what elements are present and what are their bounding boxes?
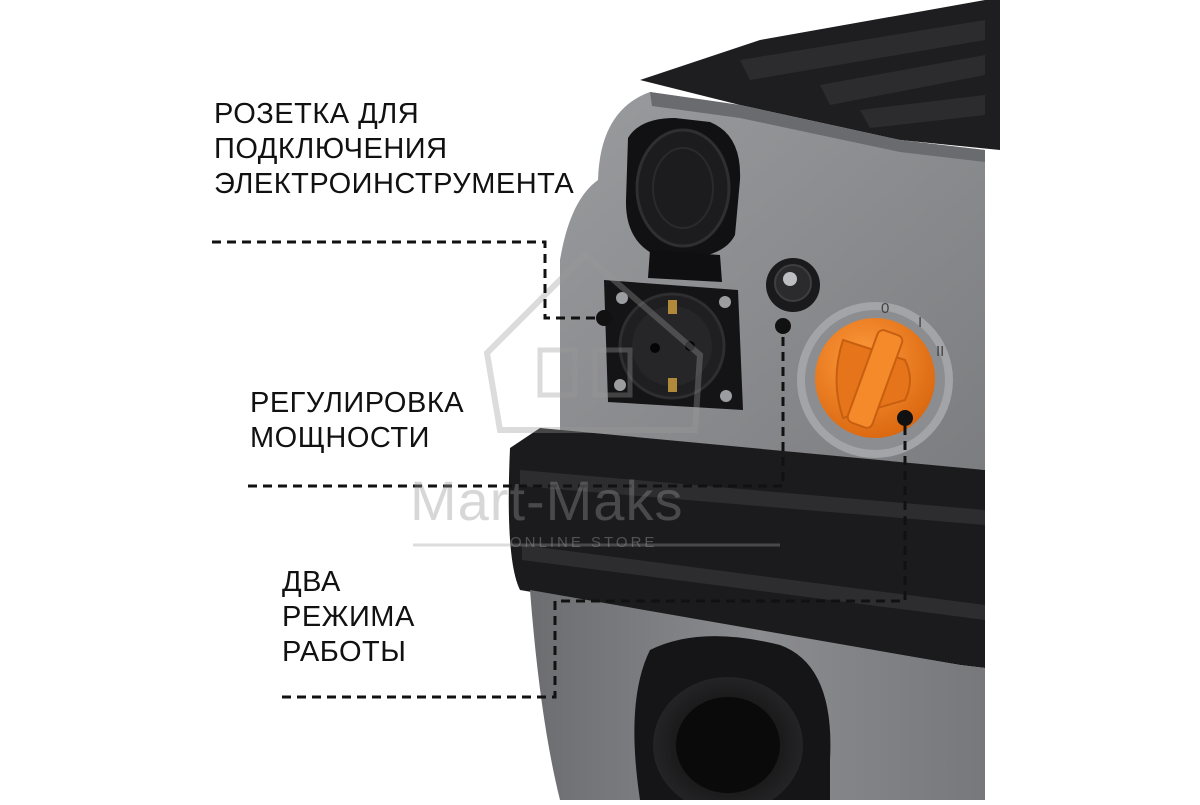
callout-modes: ДВА РЕЖИМА РАБОТЫ xyxy=(282,565,415,670)
pointer-dot-power xyxy=(775,318,791,334)
leader-line-socket xyxy=(212,240,600,320)
watermark-brand: Mart-Maks xyxy=(410,469,684,532)
top-lid xyxy=(640,0,1000,150)
pointer-dot-modes xyxy=(897,410,913,426)
leader-lines xyxy=(212,240,907,699)
power-socket-icon xyxy=(604,280,743,410)
socket-cover-icon xyxy=(625,118,741,282)
pointer-dot-socket xyxy=(596,310,612,326)
house-watermark-icon xyxy=(413,250,780,547)
watermark-subtitle: ONLINE STORE xyxy=(510,534,658,551)
power-knob-icon xyxy=(766,258,820,312)
callout-power: РЕГУЛИРОВКА МОЩНОСТИ xyxy=(250,386,464,456)
callout-power-line: МОЩНОСТИ xyxy=(250,422,430,454)
callout-modes-line: РАБОТЫ xyxy=(282,636,407,668)
callout-power-line: РЕГУЛИРОВКА xyxy=(250,387,465,419)
callout-socket-line: РОЗЕТКА ДЛЯ xyxy=(214,98,420,130)
callout-socket-line: ПОДКЛЮЧЕНИЯ xyxy=(214,133,448,165)
callout-socket: РОЗЕТКА ДЛЯ ПОДКЛЮЧЕНИЯ ЭЛЕКТРОИНСТРУМЕН… xyxy=(214,97,574,202)
hose-inlet-icon xyxy=(634,636,831,805)
mode-dial-icon xyxy=(797,302,953,458)
callout-socket-line: ЭЛЕКТРОИНСТРУМЕНТА xyxy=(214,168,575,200)
callout-modes-line: ДВА xyxy=(282,566,341,598)
callout-modes-line: РЕЖИМА xyxy=(282,601,415,633)
leader-line-modes xyxy=(282,420,907,699)
